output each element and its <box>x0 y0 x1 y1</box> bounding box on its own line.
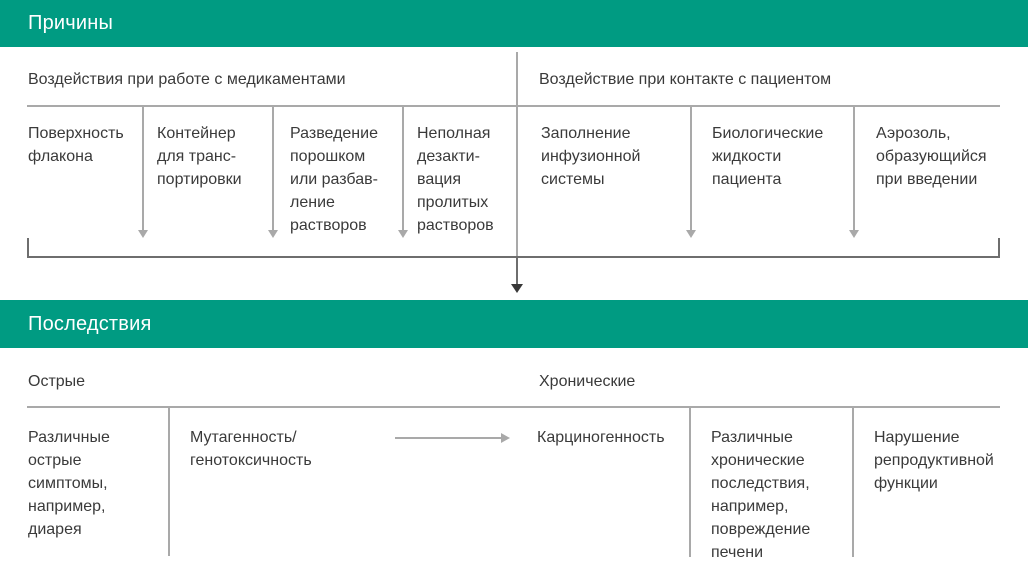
consequences-title: Последствия <box>28 312 152 335</box>
cause-cell-vial-surface: Поверхность флакона <box>28 125 124 165</box>
cause-cell-transport-container: Контейнер для транс- портировки <box>157 125 242 188</box>
cause-cell-biological-fluids: Биологические жидкости пациента <box>712 125 824 188</box>
cause-cell-aerosol: Аэрозоль, образующийся при введении <box>876 125 987 188</box>
cause-cell-incomplete-deactivation: Неполная дезакти- вация пролитых раствор… <box>417 125 494 234</box>
consequences-divider <box>689 407 691 557</box>
consequence-cell-chronic-effects: Различные хронические последствия, напри… <box>711 429 811 561</box>
consequence-cell-reproductive: Нарушение репродуктивной функции <box>874 429 994 492</box>
consequences-divider <box>168 407 170 556</box>
causes-header-bar: Причины <box>0 0 1028 47</box>
group-label-patient-contact: Воздействие при контакте с пациентом <box>539 71 832 88</box>
causes-middle-divider <box>516 52 518 258</box>
causes-header-rule <box>27 105 1000 107</box>
group-label-medication-handling: Воздействия при работе с медикаментами <box>28 71 346 88</box>
consequences-divider <box>852 407 854 557</box>
consequence-cell-acute-symptoms: Различные острые симптомы, например, диа… <box>28 429 110 538</box>
group-label-chronic: Хронические <box>539 373 636 390</box>
consequences-header-bar: Последствия <box>0 300 1028 348</box>
causes-title: Причины <box>28 12 114 34</box>
consequence-cell-mutagenicity: Мутагенность/ генотоксичность <box>190 429 312 469</box>
cause-cell-dilution: Разведение порошком или разбав- ление ра… <box>290 125 378 234</box>
consequence-cell-carcinogenicity: Карциногенность <box>537 429 665 446</box>
cause-cell-infusion-filling: Заполнение инфузионной системы <box>541 125 641 188</box>
consequences-header-rule <box>27 406 1000 408</box>
group-label-acute: Острые <box>28 373 86 390</box>
